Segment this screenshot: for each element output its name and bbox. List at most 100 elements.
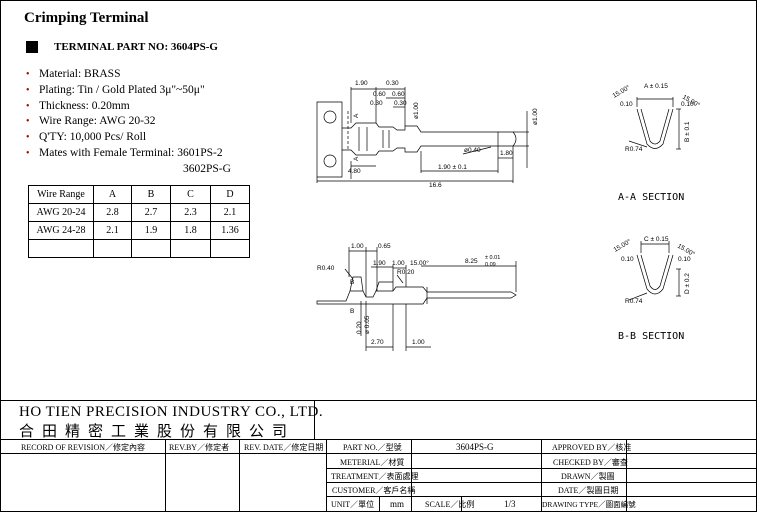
checked-by-label: CHECKED BY／審查 xyxy=(553,458,628,467)
dim-label: 0.10 xyxy=(620,101,633,108)
table-row xyxy=(28,239,250,258)
table-row: AWG 24-28 2.1 1.9 1.8 1.36 xyxy=(28,221,250,240)
unit-value: mm xyxy=(390,499,405,509)
top-view: 1.90 0.30 0.60 0.30 0.60 0.30 ø1.00 ø1.0… xyxy=(316,80,539,189)
divider xyxy=(626,439,627,511)
dim-label: ø 0.05 xyxy=(364,315,371,334)
dim-label: 0.10 xyxy=(621,256,634,263)
divider xyxy=(239,439,240,511)
dim-label: 15.00° xyxy=(410,259,429,267)
part-no-value: 3604PS-G xyxy=(456,442,494,452)
dim-label: C ± 0.15 xyxy=(644,236,669,243)
rev-by-label: REV.BY／修定者 xyxy=(169,443,230,452)
section-b-label: B-B SECTION xyxy=(618,331,684,342)
spec-item: •Wire Range: AWG 20-32 xyxy=(26,114,231,130)
dim-label: ± 0.01 xyxy=(485,255,500,261)
dim-label: 0.30 xyxy=(386,80,399,87)
date-label: DATE／製圖日期 xyxy=(558,486,619,495)
dim-label: ø1.00 xyxy=(413,102,420,119)
dim-label: 1.90 xyxy=(373,260,386,267)
part-number-heading: TERMINAL PART NO: 3604PS-G xyxy=(54,41,218,53)
spec-item-continued: 3602PS-G xyxy=(183,162,231,175)
dim-label: ø0.40 xyxy=(464,147,481,154)
dim-label: 0.10 xyxy=(681,101,694,108)
divider xyxy=(1,439,756,440)
company-name-en: HO TIEN PRECISION INDUSTRY CO., LTD. xyxy=(19,404,324,420)
section-marker: A xyxy=(353,156,360,161)
terminal-drawing: 1.90 0.30 0.60 0.30 0.60 0.30 ø1.00 ø1.0… xyxy=(316,80,702,351)
dim-label: 15.00° xyxy=(611,83,632,100)
divider xyxy=(1,453,756,454)
dim-label: 0.65 xyxy=(378,243,391,250)
dim-label: ø1.00 xyxy=(532,108,539,125)
dim-label: 0.30 xyxy=(370,100,383,107)
dim-label: 0.09 xyxy=(485,262,496,268)
company-name-zh: 合田精密工業股份有限公司 xyxy=(19,424,296,440)
bullet-icon: • xyxy=(26,147,30,159)
dim-label: R0.20 xyxy=(397,269,415,276)
section-b-b: C ± 0.15 15.00° 0.10 15.00° 0.10 D ± 0.2… xyxy=(612,236,697,305)
dim-label: R0.74 xyxy=(625,298,643,305)
divider xyxy=(411,439,412,511)
heading-marker xyxy=(26,41,38,53)
page-title: Crimping Terminal xyxy=(24,10,149,26)
unit-label: UNIT／單位 xyxy=(331,500,375,509)
scale-label: SCALE／比例 xyxy=(425,500,475,509)
dim-label: 1.90 ± 0.1 xyxy=(438,164,467,171)
material-label: METERIAL／材質 xyxy=(340,458,405,467)
rev-date-label: REV. DATE／修定日期 xyxy=(244,443,324,452)
section-marker: B xyxy=(350,308,354,315)
bullet-icon: • xyxy=(26,116,30,128)
bullet-icon: • xyxy=(26,69,30,80)
divider xyxy=(379,496,380,511)
dim-label: 1.00 xyxy=(412,339,425,346)
bullet-icon: • xyxy=(26,100,30,112)
wire-range-table: Wire Range A B C D AWG 20-24 2.8 2.7 2.3… xyxy=(28,185,250,258)
section-a-a: A ± 0.15 15.00° 0.10 15.00° 0.10 B ± 0.1… xyxy=(611,83,702,153)
dim-label: 0.20 xyxy=(356,321,363,334)
table-row: AWG 20-24 2.8 2.7 2.3 2.1 xyxy=(28,203,250,222)
dim-label: 2.70 xyxy=(371,339,384,346)
dim-label: 1.90 xyxy=(355,80,368,87)
spec-list: •Material: BRASS •Plating: Tin / Gold Pl… xyxy=(26,67,231,178)
dim-label: 1.80 xyxy=(500,150,513,157)
divider xyxy=(326,439,327,511)
spec-item: •Material: BRASS xyxy=(26,67,231,83)
dim-label: A ± 0.15 xyxy=(644,83,668,90)
dim-label: R0.40 xyxy=(317,265,335,272)
divider xyxy=(461,496,462,511)
customer-label: CUSTOMER／客戶名稱 xyxy=(332,486,416,495)
revision-record-label: RECORD OF REVISION／修定內容 xyxy=(21,443,146,452)
dim-label: 15.00° xyxy=(612,237,633,254)
dim-label: 0.10 xyxy=(678,256,691,263)
section-a-label: A-A SECTION xyxy=(618,192,684,203)
spec-item: •Plating: Tin / Gold Plated 3μ"~50μ" xyxy=(26,83,231,99)
dim-label: D ± 0.2 xyxy=(684,273,691,294)
spec-item: •Q'TY: 10,000 Pcs/ Roll xyxy=(26,130,231,146)
dim-label: B ± 0.1 xyxy=(684,121,691,142)
bullet-icon: • xyxy=(26,84,30,96)
approved-by-label: APPROVED BY／核准 xyxy=(552,443,632,452)
dim-label: R0.74 xyxy=(625,146,643,153)
part-no-label: PART NO.／型號 xyxy=(343,443,402,452)
dim-label: 16.6 xyxy=(429,182,442,189)
section-marker: B xyxy=(350,279,354,286)
side-view: 1.00 0.65 1.90 1.00 15.00° 8.25 ± 0.01 0… xyxy=(316,243,517,351)
divider xyxy=(314,401,315,439)
spec-item: •Thickness: 0.20mm xyxy=(26,99,231,115)
divider xyxy=(541,439,542,511)
drawing-type-label: DRAWING TYPE／圖面編號 xyxy=(542,500,636,509)
spec-item: •Mates with Female Terminal: 3601PS-2 xyxy=(26,146,231,162)
dim-label: 1.00 xyxy=(392,260,405,267)
dim-label: 0.60 xyxy=(392,91,405,98)
bullet-icon: • xyxy=(26,132,30,144)
scale-value: 1/3 xyxy=(504,499,516,509)
treatment-label: TREATMENT／表面處理 xyxy=(331,472,419,481)
title-block-border xyxy=(1,400,756,401)
dim-label: 0.60 xyxy=(373,91,386,98)
dim-label: 0.30 xyxy=(394,100,407,107)
dim-label: 8.25 xyxy=(465,258,478,265)
dim-label: 4.80 xyxy=(348,168,361,175)
section-marker: A xyxy=(353,113,360,118)
